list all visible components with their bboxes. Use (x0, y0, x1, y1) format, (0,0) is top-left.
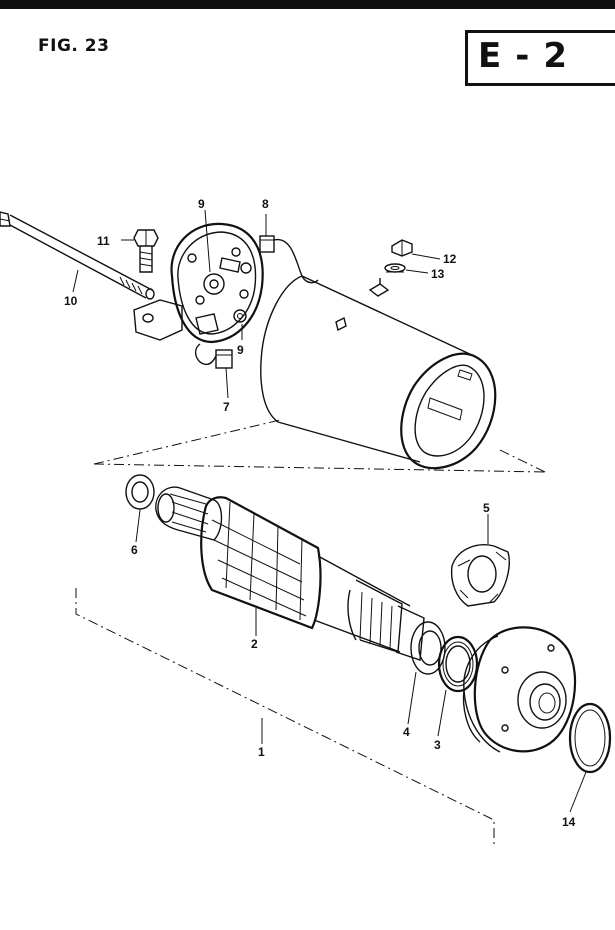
section-code-box (465, 30, 615, 86)
callout-10: 10 (64, 294, 78, 308)
callout-3: 3 (434, 738, 441, 752)
callout-9-upper: 9 (198, 197, 205, 211)
o-ring-part[interactable] (568, 702, 612, 774)
figure-label: FIG. 23 (38, 36, 110, 56)
brush-part-8[interactable] (259, 235, 319, 284)
callout-6: 6 (131, 543, 138, 557)
washer-part-6[interactable] (125, 474, 155, 510)
end-cover-brush-plate[interactable] (133, 222, 264, 344)
callout-4: 4 (403, 725, 410, 739)
leader-lines (72, 209, 587, 813)
brush-part-7[interactable] (194, 343, 233, 369)
callout-14: 14 (562, 815, 576, 829)
callout-7: 7 (223, 400, 230, 414)
callout-5: 5 (483, 501, 490, 515)
washer-part-4[interactable] (410, 621, 446, 675)
oil-seal-part[interactable] (437, 635, 479, 693)
callout-9-lower: 9 (237, 343, 244, 357)
washer-part-13[interactable] (384, 263, 406, 273)
section-code: E-2 (478, 36, 581, 76)
callout-11: 11 (97, 234, 110, 248)
through-bolt-part[interactable] (0, 211, 155, 300)
callout-13: 13 (431, 267, 445, 281)
assembly-bracket (75, 588, 495, 846)
front-housing-part[interactable] (462, 626, 577, 753)
bolt-part[interactable] (133, 229, 159, 273)
callout-labels: 9 8 11 10 9 7 12 13 6 5 2 4 3 1 14 (64, 197, 576, 829)
top-border-bar (0, 0, 615, 9)
callout-1: 1 (258, 745, 265, 759)
nut-part[interactable] (391, 239, 413, 257)
callout-12: 12 (443, 252, 457, 266)
callout-2: 2 (251, 637, 258, 651)
brush-holder-part[interactable] (450, 544, 510, 607)
armature-part[interactable] (155, 486, 425, 661)
perspective-guide-lines (93, 419, 546, 473)
yoke-housing[interactable] (260, 275, 497, 470)
callout-8: 8 (262, 197, 269, 211)
